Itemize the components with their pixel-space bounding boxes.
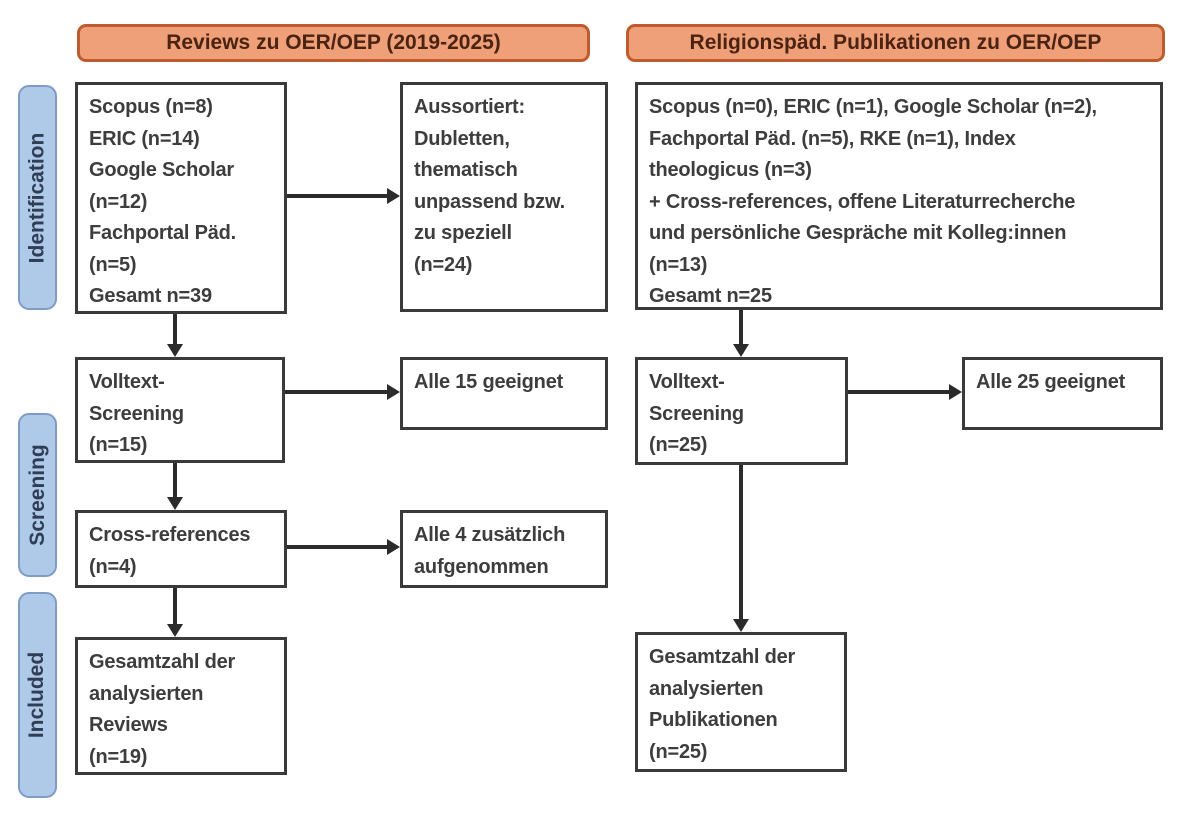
box-line: Gesamt n=39 [89,285,212,307]
box-included-reviews: Gesamtzahl der analysierten Reviews (n=1… [75,637,287,775]
box-line: Alle 25 geeignet [976,371,1126,393]
box-line: Aussortiert: [414,96,525,118]
box-line: Google Scholar [89,159,235,181]
box-sources-reviews: Scopus (n=8) ERIC (n=14) Google Scholar … [75,82,287,314]
box-line: analysierten [649,677,764,700]
arrow-head-right-icon [387,384,400,400]
box-line: theologicus (n=3) [649,159,812,181]
box-line: (n=4) [89,555,137,578]
arrow-shaft [173,314,177,347]
arrow-crossref-to-result [287,539,400,555]
box-line: und persönliche Gespräche mit Kolleg:inn… [649,222,1067,244]
box-line: (n=19) [89,745,148,768]
arrow-sources-to-excluded [287,188,400,204]
box-line: Scopus (n=0), ERIC (n=1), Google Scholar… [649,96,1097,118]
arrow-head-down-icon [167,344,183,357]
stage-label-included-text: Included [25,651,49,739]
column-header-reviews: Reviews zu OER/OEP (2019-2025) [77,24,590,62]
arrow-head-right-icon [949,384,962,400]
box-line: Gesamt n=25 [649,285,772,307]
arrow-head-down-icon [167,624,183,637]
box-line: Alle 15 geeignet [414,371,564,393]
stage-label-screening-text: Screening [25,444,49,546]
box-result-alle-25-geeignet: Alle 25 geeignet [962,357,1163,430]
box-volltext-screening-reviews: Volltext- Screening (n=15) [75,357,285,463]
arrow-screening-to-result-right [848,384,962,400]
box-line: (n=5) [89,253,137,276]
box-line: zu speziell [414,222,512,244]
box-line: (n=24) [414,253,473,276]
box-line: Fachportal Päd. (n=5), RKE (n=1), Index [649,127,1016,150]
box-line: Alle 4 zusätzlich [414,524,566,546]
box-line: unpassend bzw. [414,190,565,213]
box-line: Publikationen [649,709,778,731]
box-line: Fachportal Päd. [89,222,237,244]
box-line: Volltext- [649,371,725,393]
arrow-screening-to-included-right [733,465,749,632]
box-line: Gesamtzahl der [649,646,796,668]
arrow-shaft [285,390,390,394]
arrow-head-right-icon [387,539,400,555]
box-line: (n=13) [649,253,708,276]
box-volltext-screening-publikationen: Volltext- Screening (n=25) [635,357,848,465]
box-line: ERIC (n=14) [89,127,200,150]
box-line: + Cross-references, offene Literaturrech… [649,190,1076,213]
column-header-religionspaed: Religionspäd. Publikationen zu OER/OEP [626,24,1165,62]
arrow-shaft [739,465,743,622]
arrow-crossref-to-included-left [167,588,183,637]
arrow-head-right-icon [387,188,400,204]
box-line: Volltext- [89,371,165,393]
arrow-screening-to-result-left [285,384,400,400]
arrow-head-down-icon [733,344,749,357]
box-result-alle-4-aufgenommen: Alle 4 zusätzlich aufgenommen [400,510,608,588]
box-line: aufgenommen [414,555,549,578]
box-line: (n=25) [649,434,708,456]
stage-label-screening: Screening [18,413,57,577]
arrow-screening-to-crossref [167,463,183,510]
box-sources-publikationen: Scopus (n=0), ERIC (n=1), Google Scholar… [635,82,1163,310]
box-line: Reviews [89,714,168,736]
box-cross-references: Cross-references (n=4) [75,510,287,588]
box-included-publikationen: Gesamtzahl der analysierten Publikatione… [635,632,847,772]
arrow-shaft [739,310,743,347]
box-line: analysierten [89,682,204,705]
box-result-alle-15-geeignet: Alle 15 geeignet [400,357,608,430]
box-excluded-reviews: Aussortiert: Dubletten, thematisch unpas… [400,82,608,312]
box-line: Screening [89,402,184,425]
box-line: (n=12) [89,190,148,213]
arrow-head-down-icon [167,497,183,510]
box-line: Screening [649,402,744,425]
stage-label-identification: Identification [18,85,57,310]
box-line: Scopus (n=8) [89,96,213,118]
arrow-shaft [848,390,952,394]
box-line: Cross-references [89,524,251,546]
stage-label-identification-text: Identification [25,132,49,263]
box-line: (n=25) [649,740,708,763]
box-line: Dubletten, [414,127,510,150]
arrow-head-down-icon [733,619,749,632]
arrow-sources-to-screening-left [167,314,183,357]
arrow-shaft [287,194,390,198]
box-line: Gesamtzahl der [89,651,236,673]
arrow-shaft [287,545,390,549]
stage-label-included: Included [18,592,57,798]
box-line: thematisch [414,159,518,181]
arrow-sources-to-screening-right [733,310,749,357]
box-line: (n=15) [89,434,148,456]
arrow-shaft [173,463,177,500]
arrow-shaft [173,588,177,627]
